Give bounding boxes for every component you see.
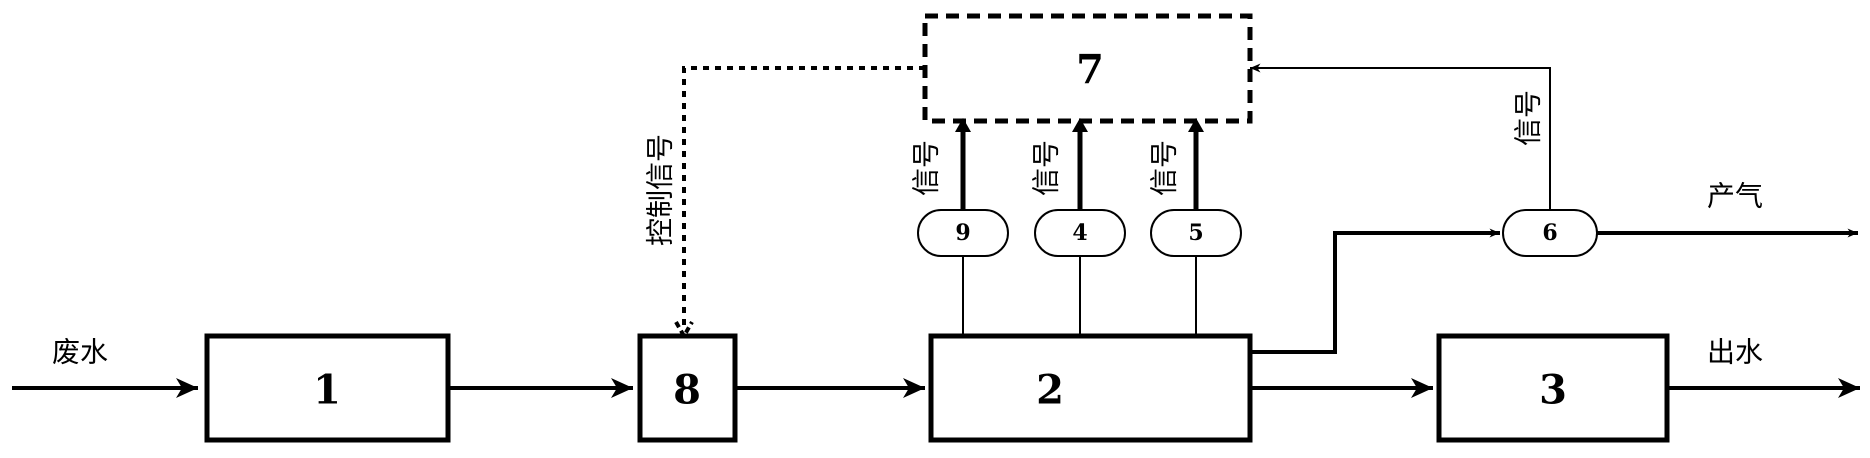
signal-label-6: 信号: [1512, 90, 1545, 146]
unit-8-label: 8: [673, 367, 701, 414]
sensor-4-label: 4: [1072, 220, 1087, 246]
gas-label: 产气: [1707, 180, 1763, 213]
unit-7-controller-box: 7: [922, 13, 1253, 124]
inflow-label: 废水: [52, 336, 108, 369]
control-signal-line: [674, 66, 925, 341]
sensor-5-label: 5: [1188, 220, 1203, 246]
sensor-9: 9: [917, 209, 1009, 257]
sensor-5: 5: [1150, 209, 1242, 257]
control-signal-label: 控制信号: [644, 134, 677, 246]
signal-label-4: 信号: [1030, 140, 1063, 196]
sensor-6-label: 6: [1542, 220, 1557, 246]
unit-1-box: 1: [204, 333, 451, 443]
unit-2-reactor-box: 2: [928, 333, 1253, 443]
flow-line-gas: [1250, 228, 1858, 354]
signal-label-5: 信号: [1148, 140, 1181, 196]
unit-7-label: 7: [1076, 47, 1104, 94]
signal-line-6-to-7: [1250, 63, 1551, 210]
unit-3-box: 3: [1436, 333, 1670, 443]
unit-3-label: 3: [1539, 367, 1567, 414]
sensor-6: 6: [1502, 209, 1598, 257]
signal-arrow-5: [1188, 118, 1204, 210]
outflow-label: 出水: [1707, 336, 1763, 369]
unit-1-label: 1: [313, 367, 341, 414]
signal-arrow-9: [955, 118, 971, 210]
sensor-4: 4: [1034, 209, 1126, 257]
sensor-9-label: 9: [955, 220, 970, 246]
signal-arrow-4: [1072, 118, 1088, 210]
unit-2-label: 2: [1036, 367, 1064, 414]
signal-label-9: 信号: [910, 140, 943, 196]
unit-8-box: 8: [637, 333, 738, 443]
